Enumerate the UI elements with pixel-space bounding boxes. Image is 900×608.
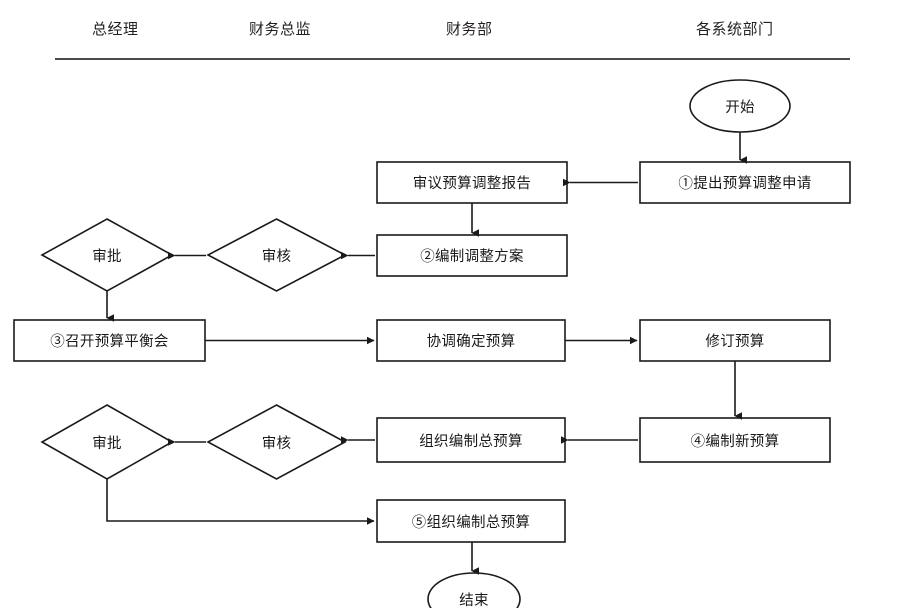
node-n2[interactable] xyxy=(376,234,568,277)
connector-appr2-to-n5 xyxy=(106,479,375,525)
node-n3[interactable] xyxy=(13,319,206,362)
column-header-system-departments: 各系统部门 xyxy=(696,22,774,38)
column-header-general-manager: 总经理 xyxy=(92,22,139,38)
node-end[interactable] xyxy=(427,572,521,608)
node-revise[interactable] xyxy=(639,319,831,362)
node-n1[interactable] xyxy=(639,161,851,204)
column-header-finance-department: 财务部 xyxy=(446,22,493,38)
shapes-layer xyxy=(13,79,851,608)
node-check1[interactable] xyxy=(206,218,347,292)
connectors-layer xyxy=(106,132,747,575)
header-divider-line xyxy=(55,58,850,60)
node-coord[interactable] xyxy=(376,319,566,362)
node-review[interactable] xyxy=(376,161,568,204)
node-n5[interactable] xyxy=(376,499,566,543)
node-start[interactable] xyxy=(689,79,791,133)
node-appr1[interactable] xyxy=(40,218,174,292)
node-n4[interactable] xyxy=(639,417,831,463)
column-header-finance-director: 财务总监 xyxy=(249,22,312,38)
node-appr2[interactable] xyxy=(40,404,174,480)
node-check2[interactable] xyxy=(206,404,347,480)
node-org[interactable] xyxy=(376,417,566,463)
